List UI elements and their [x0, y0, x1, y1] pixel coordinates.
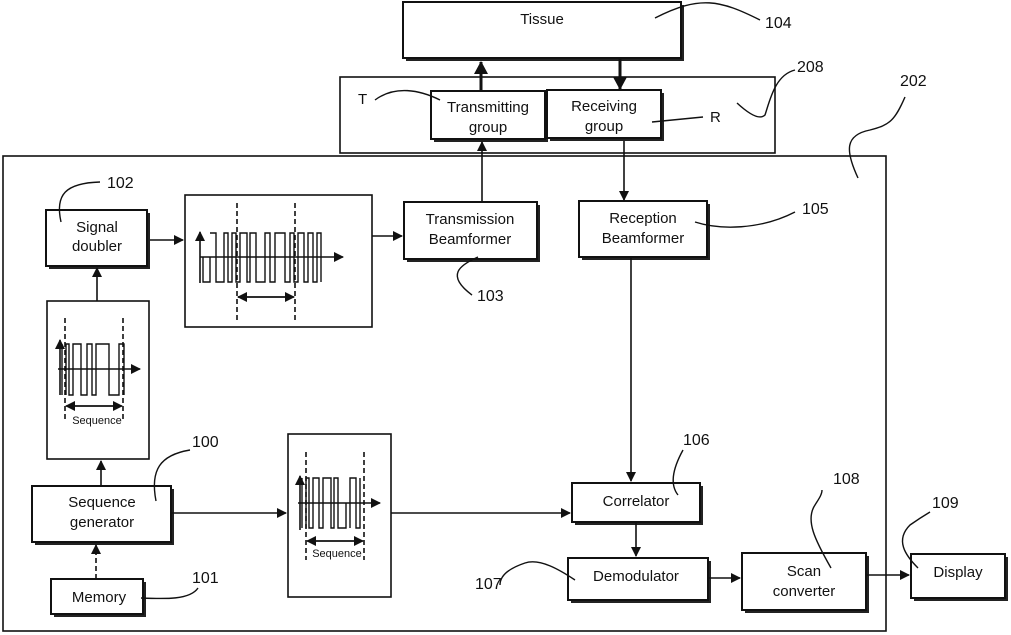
transmitting-group-block: Transmitting group	[431, 91, 548, 142]
sequence-generator-line2: generator	[70, 514, 134, 531]
memory-label: Memory	[72, 589, 127, 606]
ref-108: 108	[833, 471, 860, 488]
signal-doubler-line1: Signal	[76, 219, 118, 236]
demodulator-label: Demodulator	[593, 568, 679, 585]
sequence-label-center: Sequence	[312, 548, 362, 560]
receiving-group-line2: group	[585, 118, 623, 135]
ref-104: 104	[765, 15, 792, 32]
sequence-label-left: Sequence	[72, 415, 122, 427]
ref-107: 107	[475, 576, 502, 593]
reception-beamformer-line1: Reception	[609, 210, 677, 227]
transmission-beamformer-line2: Beamformer	[429, 231, 512, 248]
signal-doubler-block: Signal doubler	[46, 210, 150, 269]
reception-beamformer-line2: Beamformer	[602, 230, 685, 247]
sequence-waveform-panel-left: Sequence	[47, 301, 149, 459]
tag-T: T	[358, 91, 367, 108]
ref-101: 101	[192, 570, 219, 587]
correlator-label: Correlator	[603, 493, 670, 510]
reception-beamformer-block: Reception Beamformer	[579, 201, 710, 260]
signal-doubler-line2: doubler	[72, 238, 122, 255]
receiving-group-line1: Receiving	[571, 98, 637, 115]
memory-block: Memory	[51, 579, 146, 617]
tissue-block: Tissue	[403, 2, 684, 61]
tissue-label: Tissue	[520, 11, 564, 28]
scan-converter-line2: converter	[773, 583, 836, 600]
sequence-generator-line1: Sequence	[68, 494, 136, 511]
ref-109: 109	[932, 495, 959, 512]
sequence-waveform-panel-center: Sequence	[288, 434, 391, 597]
receiving-group-block: Receiving group	[547, 90, 664, 141]
transmitting-group-line1: Transmitting	[447, 99, 529, 116]
correlator-block: Correlator	[572, 483, 703, 525]
display-block: Display	[911, 554, 1008, 601]
ref-202: 202	[900, 73, 927, 90]
ref-103: 103	[477, 288, 504, 305]
transmission-beamformer-line1: Transmission	[426, 211, 515, 228]
scan-converter-line1: Scan	[787, 563, 821, 580]
transmission-beamformer-block: Transmission Beamformer	[404, 202, 540, 262]
sequence-generator-block: Sequence generator	[32, 486, 174, 545]
ref-105: 105	[802, 201, 829, 218]
ref-208: 208	[797, 59, 824, 76]
demodulator-block: Demodulator	[568, 558, 711, 603]
display-label: Display	[933, 564, 983, 581]
ref-100: 100	[192, 434, 219, 451]
ref-102: 102	[107, 175, 134, 192]
doubled-waveform-panel	[185, 195, 372, 327]
ref-106: 106	[683, 432, 710, 449]
scan-converter-block: Scan converter	[742, 553, 869, 613]
tag-R: R	[710, 109, 721, 126]
transmitting-group-line2: group	[469, 119, 507, 136]
